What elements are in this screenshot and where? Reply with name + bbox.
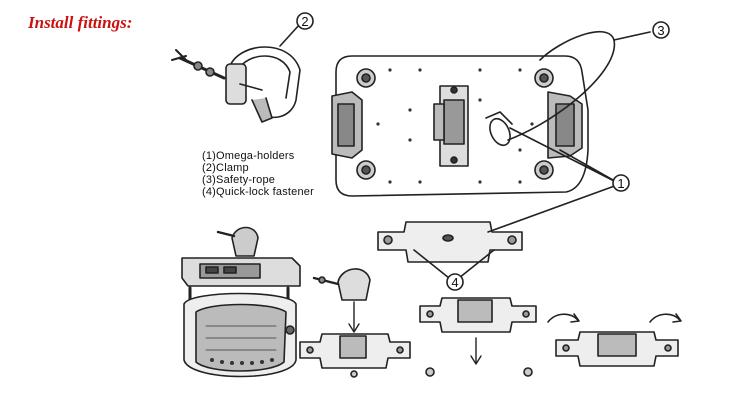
callout-1 — [612, 174, 630, 192]
legend-item-omega-holders: (1)Omega-holders — [202, 150, 295, 162]
rotate-arrow-left-icon — [547, 313, 579, 323]
page-title: Install fittings: — [28, 13, 133, 32]
omega-fastener-assembly — [419, 297, 537, 377]
callout-4 — [446, 273, 464, 291]
clamp-illustration — [171, 46, 301, 123]
clamp-omega-assembly — [299, 268, 435, 378]
leader-line-3 — [613, 31, 651, 41]
legend-item-clamp: (2)Clamp — [202, 162, 249, 174]
base-plate-illustration — [331, 55, 589, 197]
rotate-arrow-right-head-icon — [672, 313, 682, 323]
legend-item-safety-rope: (3)Safety-rope — [202, 174, 276, 186]
omega-locked-assembly — [547, 313, 682, 367]
moving-head-illustration — [181, 226, 301, 378]
leader-line-4a — [413, 249, 455, 283]
parts-legend: (1)Omega-holders (2)Clamp (3)Safety-rope… — [202, 150, 314, 198]
leader-line-1b — [487, 183, 621, 233]
callout-3-label: 3 — [657, 23, 664, 38]
callout-4-label: 4 — [451, 275, 458, 290]
omega-holder-illustration — [377, 221, 523, 263]
legend-item-quick-lock-fastener: (4)Quick-lock fastener — [202, 186, 314, 198]
rotate-arrow-left-head-icon — [570, 313, 580, 323]
callout-3 — [652, 21, 670, 39]
callout-2 — [296, 12, 314, 30]
leader-line-2 — [279, 23, 301, 47]
callout-1-label: 1 — [617, 176, 624, 191]
rotate-arrow-right-icon — [649, 313, 681, 323]
callout-2-label: 2 — [301, 14, 308, 29]
leader-line-1c — [509, 127, 621, 185]
